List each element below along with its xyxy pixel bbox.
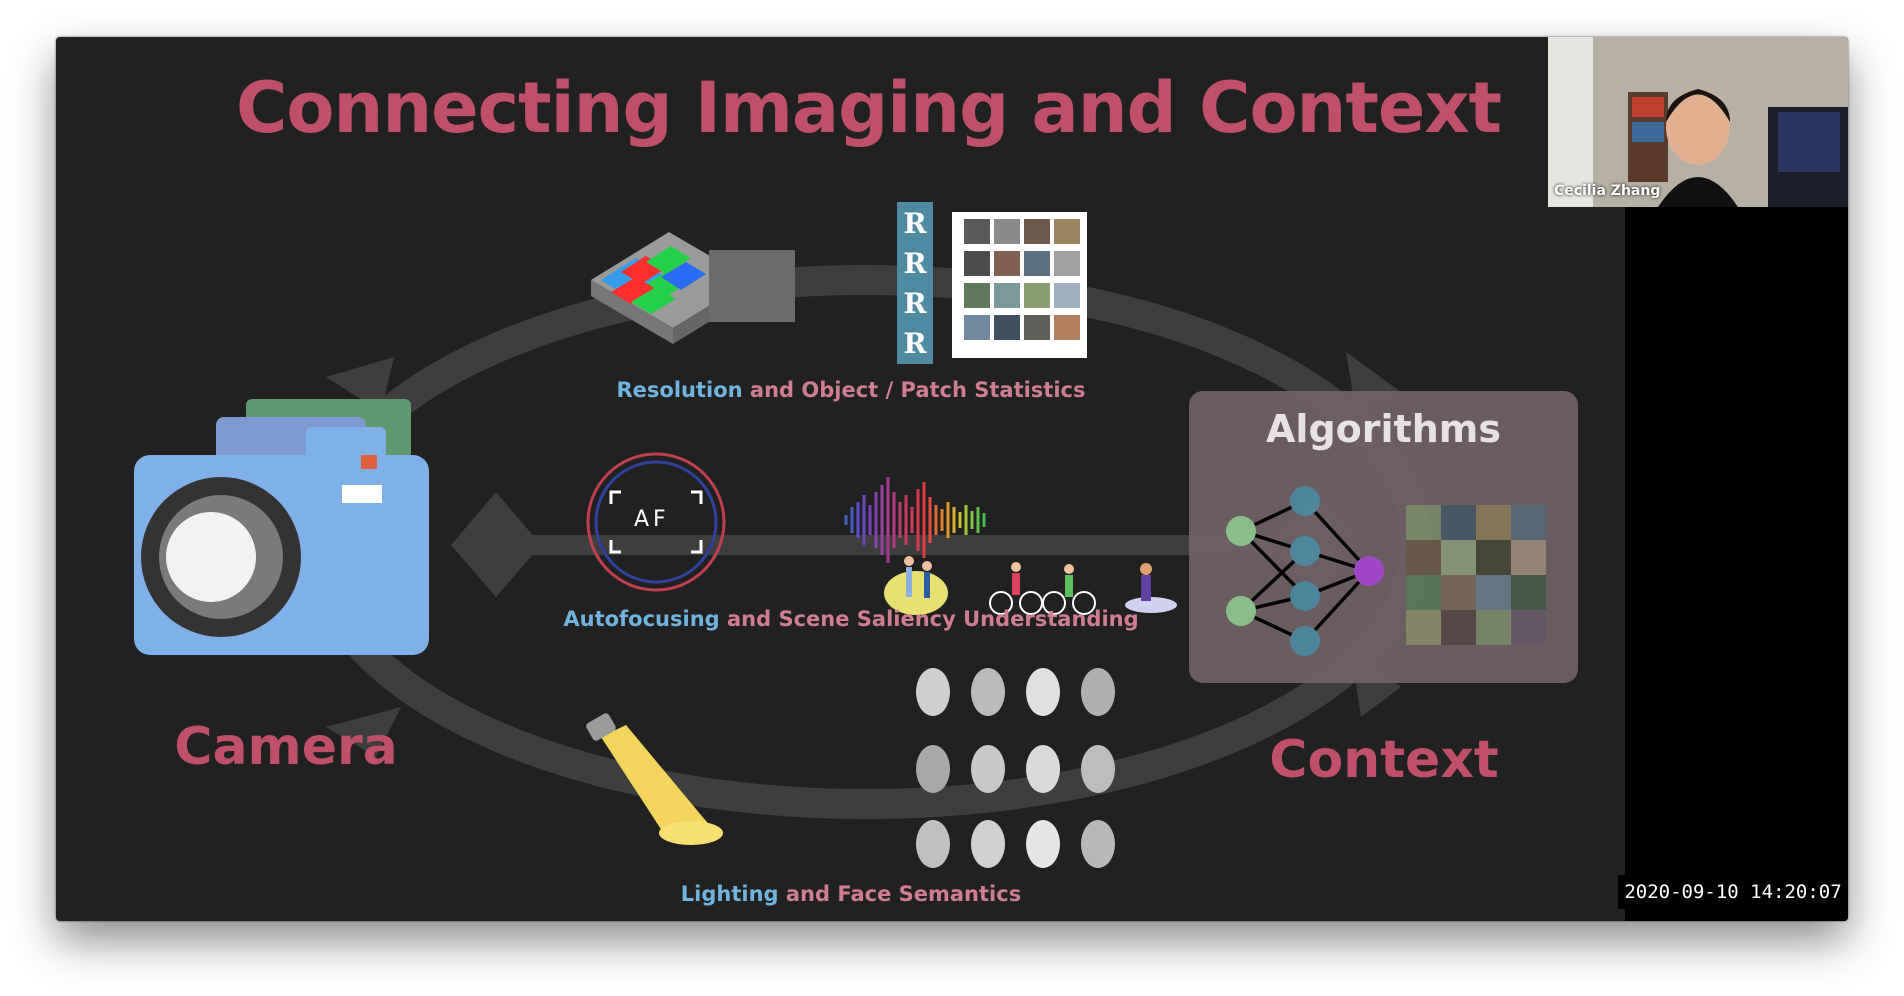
video-window: R R R R bbox=[56, 37, 1848, 921]
center-arrow-head-left bbox=[451, 492, 541, 597]
participant-name-label: Cecilia Zhang bbox=[1554, 183, 1661, 199]
participant-video-tile[interactable]: Cecilia Zhang bbox=[1548, 37, 1848, 207]
svg-text:R: R bbox=[903, 327, 927, 360]
camera-illustration bbox=[134, 399, 429, 655]
slide-title: Connecting Imaging and Context bbox=[236, 67, 1502, 149]
participant-video-feed bbox=[1548, 37, 1848, 207]
svg-text:R: R bbox=[903, 287, 927, 320]
audio-waveform-icon bbox=[844, 477, 986, 563]
autofocus-icon bbox=[586, 452, 726, 592]
resolution-letters: R R R R bbox=[897, 202, 933, 364]
caption-resolution: Resolution and Object / Patch Statistics bbox=[617, 378, 1086, 402]
caption-autofocus-rest: and Scene Saliency Understanding bbox=[719, 607, 1139, 631]
camera-label: Camera bbox=[174, 717, 398, 777]
caption-autofocus: Autofocusing and Scene Saliency Understa… bbox=[563, 607, 1138, 631]
noise-patch bbox=[709, 250, 795, 322]
face-heads-grid bbox=[916, 668, 1115, 868]
caption-resolution-highlight: Resolution bbox=[616, 378, 743, 402]
svg-text:R: R bbox=[903, 247, 927, 280]
context-label: Context bbox=[1269, 730, 1499, 790]
caption-lighting: Lighting and Face Semantics bbox=[681, 882, 1021, 906]
algorithms-box: Algorithms bbox=[1189, 391, 1578, 683]
caption-lighting-rest: and Face Semantics bbox=[778, 882, 1022, 906]
recording-timestamp: 2020-09-10 14:20:07 bbox=[1618, 875, 1848, 909]
dataset-mosaic bbox=[1406, 505, 1546, 645]
scene-people-icons bbox=[884, 556, 1177, 615]
neural-network-diagram bbox=[1226, 486, 1546, 656]
scene-grid-image bbox=[952, 212, 1087, 358]
video-letterbox bbox=[1625, 207, 1848, 921]
caption-lighting-highlight: Lighting bbox=[680, 882, 779, 906]
spotlight-icon bbox=[586, 713, 723, 845]
presentation-slide: R R R R bbox=[56, 37, 1848, 921]
slide-graphics: R R R R bbox=[134, 202, 1431, 868]
arrow-top-left bbox=[326, 357, 394, 412]
algorithms-title: Algorithms bbox=[1266, 407, 1501, 451]
arrow-bottom-left bbox=[326, 707, 401, 757]
caption-resolution-rest: and Object / Patch Statistics bbox=[742, 378, 1086, 402]
af-label: AF bbox=[634, 507, 670, 532]
caption-autofocus-highlight: Autofocusing bbox=[563, 607, 720, 631]
svg-text:R: R bbox=[903, 207, 927, 240]
